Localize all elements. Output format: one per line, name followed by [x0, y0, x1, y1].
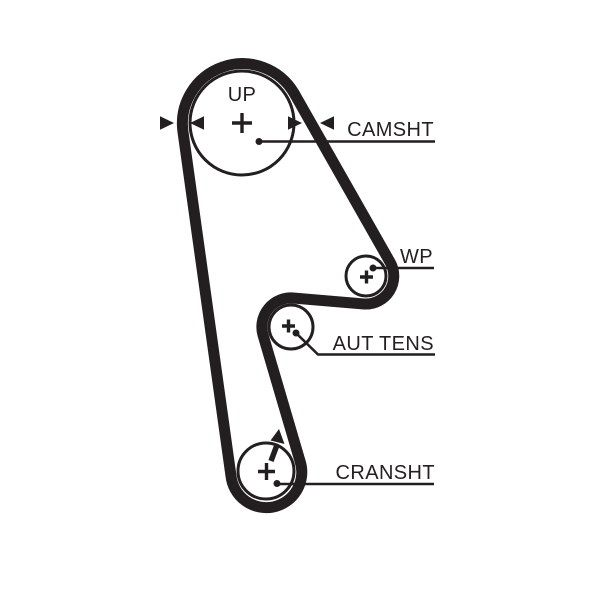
- rotation-direction-arrow-icon: [270, 429, 285, 444]
- tensioner-pulley-circle: [267, 303, 315, 351]
- up-label: UP: [228, 84, 257, 106]
- camshaft-callout: CAMSHT: [255, 119, 435, 145]
- water-pump-pulley-circle: [344, 254, 388, 298]
- alignment-arrow-right-inner-icon: [288, 116, 302, 130]
- alignment-arrow-left-inner-icon: [190, 116, 204, 130]
- alignment-arrow-right-outer-icon: [320, 116, 334, 130]
- alignment-arrow-left-outer-icon: [160, 116, 174, 130]
- rotation-direction-dash: [268, 444, 280, 462]
- water-pump-plus-mark: [360, 270, 373, 284]
- crankshaft-callout: CRANSHT: [273, 462, 435, 487]
- tensioner-label: AUT TENS: [333, 333, 434, 355]
- water-pump-callout: WP: [369, 246, 434, 272]
- tensioner-plus-mark: [282, 319, 295, 333]
- camshaft-plus-mark: [232, 113, 252, 133]
- camshaft-label: CAMSHT: [347, 119, 434, 141]
- water-pump-label: WP: [400, 246, 433, 268]
- tensioner-leader-line: [295, 332, 435, 356]
- tensioner-callout: AUT TENS: [292, 329, 435, 356]
- crankshaft-pulley-circle: [236, 441, 296, 501]
- timing-belt-path: [176, 58, 400, 514]
- crankshaft-plus-mark: [258, 463, 275, 480]
- crankshaft-label: CRANSHT: [336, 462, 435, 484]
